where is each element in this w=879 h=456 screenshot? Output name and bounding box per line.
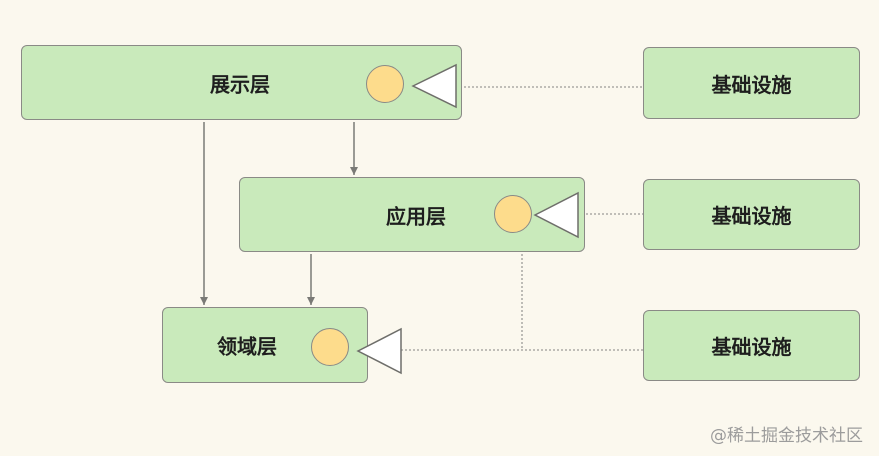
infrastructure-box-2[interactable]: 基础设施 — [643, 179, 860, 250]
infrastructure-label-1: 基础设施 — [711, 72, 792, 97]
domain-interface-triangle — [356, 327, 402, 375]
watermark: @稀土掘金技术社区 — [710, 426, 863, 446]
presentation-interface-triangle — [411, 63, 457, 109]
infrastructure-label-2: 基础设施 — [711, 204, 792, 228]
infrastructure-box-1[interactable]: 基础设施 — [643, 47, 860, 119]
infrastructure-box-3[interactable]: 基础设施 — [643, 310, 860, 381]
application-interface-circle — [494, 195, 532, 233]
domain-interface-circle — [311, 328, 349, 366]
presentation-layer-box[interactable]: 展示层 — [21, 45, 462, 120]
application-interface-triangle — [533, 191, 579, 239]
presentation-interface-circle — [366, 65, 404, 103]
infrastructure-label-3: 基础设施 — [711, 335, 792, 359]
domain-layer-label: 领域层 — [217, 334, 277, 359]
presentation-layer-label: 展示层 — [210, 72, 270, 96]
application-layer-label: 应用层 — [386, 204, 446, 228]
